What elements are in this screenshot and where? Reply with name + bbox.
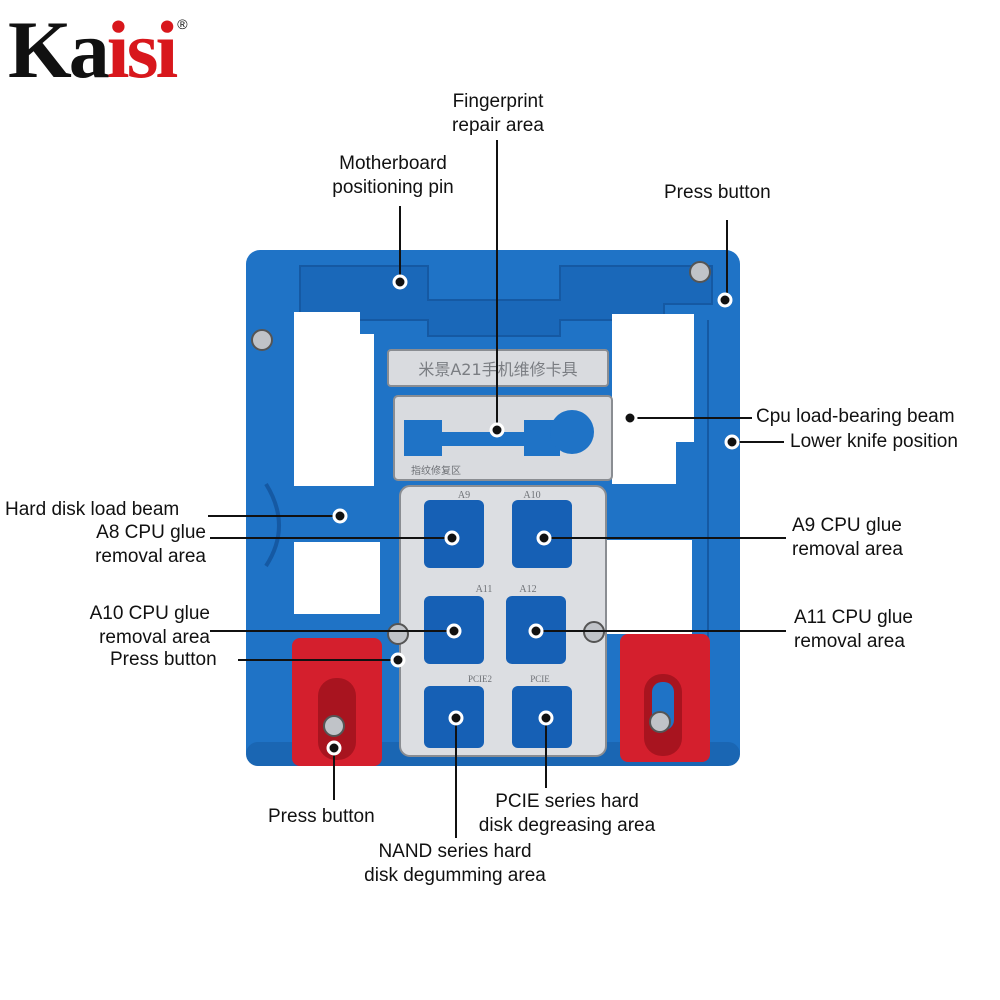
dot-pcie — [538, 710, 554, 726]
fingerprint-slot — [404, 420, 560, 456]
fingerprint-plate-text: 指纹修复区 — [411, 464, 461, 477]
dot-motherboard-pin — [392, 274, 408, 290]
logo-text-ka: Ka — [8, 4, 110, 95]
label-fingerprint: Fingerprint repair area — [420, 90, 576, 138]
dot-a8 — [444, 530, 460, 546]
label-fingerprint-line2: repair area — [452, 115, 544, 136]
chip-label-pcie2: PCIE2 — [468, 674, 492, 684]
dot-nand — [448, 710, 464, 726]
label-cpu-beam: Cpu load-bearing beam — [756, 406, 955, 427]
label-nand-line2: disk degumming area — [364, 865, 546, 886]
fingerprint-round-slot — [550, 410, 594, 454]
leader-dots — [326, 274, 740, 756]
label-a11-line2: removal area — [794, 631, 905, 652]
label-motherboard-pin: Motherboard positioning pin — [312, 152, 474, 200]
screw-left-clamp — [323, 715, 345, 737]
label-a9: A9 CPU glue removal area — [792, 514, 903, 562]
label-motherboard-pin-line1: Motherboard — [339, 153, 447, 174]
label-a8-line1: A8 CPU glue — [96, 522, 206, 543]
label-pcie: PCIE series hard disk degreasing area — [460, 790, 674, 838]
screw-right-clamp — [649, 711, 671, 733]
left-cutout-upper — [294, 312, 374, 486]
label-a10-line2: removal area — [99, 627, 210, 648]
fixture-plate — [246, 250, 740, 766]
dot-fingerprint — [489, 422, 505, 438]
label-lower-knife: Lower knife position — [790, 431, 958, 452]
screw-center-left — [387, 623, 409, 645]
chip-label-a11: A11 — [476, 584, 493, 595]
logo-text-isi: isi — [106, 4, 179, 95]
dot-cpu-beam — [622, 410, 638, 426]
right-cutout-upper — [612, 314, 694, 484]
label-a8: A8 CPU glue removal area — [40, 521, 206, 569]
registered-mark: ® — [177, 16, 188, 32]
chip-label-a9: A9 — [458, 490, 470, 501]
dot-hard-disk-beam — [332, 508, 348, 524]
label-a10-line1: A10 CPU glue — [89, 603, 210, 624]
dot-a11 — [528, 623, 544, 639]
label-nand-line1: NAND series hard — [378, 841, 532, 862]
label-a9-line1: A9 CPU glue — [792, 515, 902, 536]
left-cutout-lower — [294, 542, 380, 614]
dot-press-top-right — [717, 292, 733, 308]
label-hard-disk-beam: Hard disk load beam — [5, 499, 180, 520]
dot-a9 — [536, 530, 552, 546]
label-fingerprint-line1: Fingerprint — [452, 91, 544, 112]
label-a10: A10 CPU glue removal area — [40, 602, 210, 650]
label-pcie-line1: PCIE series hard — [495, 791, 639, 812]
chip-label-pcie: PCIE — [530, 674, 550, 684]
left-arc-groove — [264, 482, 281, 568]
label-a11: A11 CPU glue removal area — [794, 606, 913, 654]
chip-label-a10: A10 — [523, 490, 540, 501]
screw-left-edge — [251, 329, 273, 351]
label-pcie-line2: disk degreasing area — [478, 815, 656, 836]
screw-top-right — [689, 261, 711, 283]
dot-lower-knife — [724, 434, 740, 450]
dot-press-bottom-left — [326, 740, 342, 756]
label-press-bottom-left: Press button — [268, 806, 375, 827]
dot-a10 — [446, 623, 462, 639]
right-cutout-lower — [606, 540, 692, 634]
chip-label-a12: A12 — [519, 584, 536, 595]
label-a9-line2: removal area — [792, 539, 903, 560]
dot-press-left-mid — [390, 652, 406, 668]
label-motherboard-pin-line2: positioning pin — [332, 177, 454, 198]
label-press-left-mid: Press button — [110, 649, 217, 670]
label-a8-line2: removal area — [95, 546, 206, 567]
label-press-top-right: Press button — [664, 182, 771, 203]
label-a11-line1: A11 CPU glue — [794, 607, 913, 628]
label-nand: NAND series hard disk degumming area — [344, 840, 566, 888]
leader-lines — [208, 140, 786, 838]
